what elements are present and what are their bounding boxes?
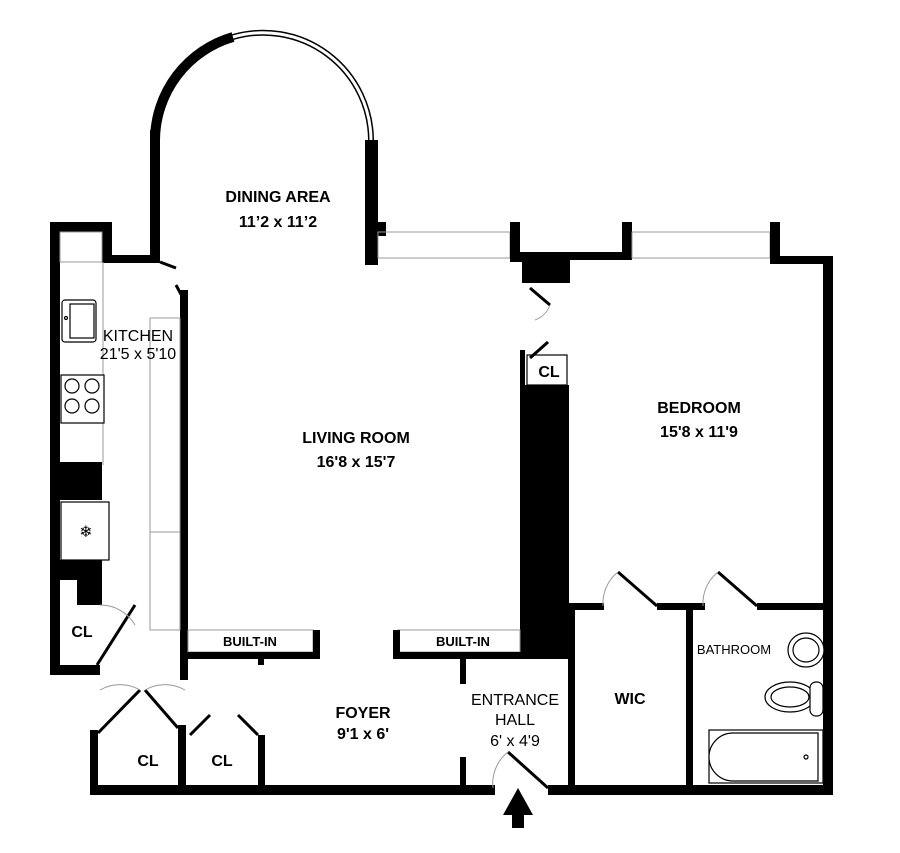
- walls: [50, 29, 833, 795]
- living-room-size: 16'8 x 15'7: [317, 454, 396, 471]
- fixtures: ❄: [60, 299, 825, 828]
- living-room-label: LIVING ROOM: [302, 430, 410, 447]
- bathroom-label: BATHROOM: [697, 642, 771, 657]
- toilet-icon: [764, 681, 824, 717]
- kitchen-label: KITCHEN: [103, 328, 173, 345]
- sink-icon: [61, 299, 97, 343]
- bathtub-icon: [708, 729, 824, 784]
- foyer-size: 9'1 x 6': [337, 726, 389, 743]
- built-in-label: BUILT-IN: [223, 634, 277, 649]
- doors: [95, 260, 758, 790]
- svg-text:❄: ❄: [79, 522, 92, 541]
- wic-label: WIC: [614, 691, 646, 708]
- closet-label: CL: [71, 624, 93, 641]
- kitchen-size: 21'5 x 5'10: [100, 346, 176, 363]
- entrance-hall-size: 6' x 4'9: [490, 733, 540, 750]
- bedroom-size: 15'8 x 11'9: [660, 424, 738, 441]
- bathroom-sink-icon: [787, 632, 825, 668]
- entrance-hall-label: HALL: [495, 712, 535, 729]
- entrance-hall-label: ENTRANCE: [471, 692, 559, 709]
- closet-label: CL: [137, 753, 159, 770]
- stove-icon: [60, 374, 105, 424]
- closet-label: CL: [211, 753, 233, 770]
- foyer-label: FOYER: [335, 705, 391, 722]
- built-in-label: BUILT-IN: [436, 634, 490, 649]
- room-labels: DINING AREA 11’2 x 11’2 KITCHEN 21'5 x 5…: [71, 189, 771, 770]
- bedroom-label: BEDROOM: [657, 400, 741, 417]
- entry-arrow-icon: [503, 788, 533, 828]
- thin-lines: [59, 231, 181, 631]
- refrigerator-icon: ❄: [60, 501, 110, 561]
- closet-label: CL: [538, 364, 560, 381]
- dining-area-label: DINING AREA: [225, 189, 331, 206]
- dining-area-size: 11’2 x 11’2: [239, 214, 317, 231]
